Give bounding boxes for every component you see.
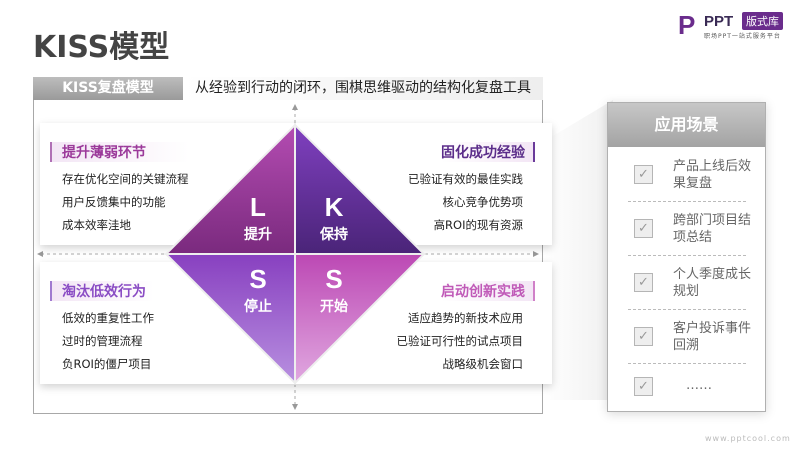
logo-badge: 版式库 (742, 12, 783, 30)
letter-s-start: S (325, 264, 343, 294)
divider (628, 255, 746, 256)
word-start: 开始 (320, 299, 348, 315)
list-item: 低效的重复性工作 (62, 311, 154, 325)
quadrant-title: 淘汰低效行为 (50, 281, 154, 301)
scenario-item: ✓ 客户投诉事件回溯 (608, 309, 767, 363)
scenario-label: …… (686, 378, 712, 393)
checkbox-checked-icon[interactable]: ✓ (634, 165, 653, 184)
scenario-item: ✓ …… (608, 363, 767, 417)
list-item: 用户反馈集中的功能 (62, 195, 166, 209)
scenarios-title: 应用场景 (608, 103, 765, 147)
scenarios-panel: 应用场景 ✓ 产品上线后效果复盘 ✓ 跨部门项目结项总结 ✓ 个人季度成长规划 … (607, 102, 766, 412)
list-item: 成本效率洼地 (62, 218, 131, 232)
checkbox-checked-icon[interactable]: ✓ (634, 327, 653, 346)
checkbox-checked-icon[interactable]: ✓ (634, 219, 653, 238)
model-tab: KISS复盘模型 (33, 77, 183, 100)
quadrant-start: 启动创新实践 适应趋势的新技术应用 已验证可行性的试点项目 战略级机会窗口 (396, 281, 535, 372)
quadrant-title: 固化成功经验 (441, 142, 535, 162)
decorative-shadow (543, 100, 613, 400)
logo-name: PPT (704, 13, 734, 30)
scenario-item: ✓ 个人季度成长规划 (608, 255, 767, 309)
checkbox-checked-icon[interactable]: ✓ (634, 273, 653, 292)
list-item: 适应趋势的新技术应用 (408, 311, 523, 325)
list-item: 已验证可行性的试点项目 (396, 334, 524, 348)
list-item: 核心竞争优势项 (442, 195, 524, 209)
subtitle: 从经验到行动的闭环，围棋思维驱动的结构化复盘工具 (183, 77, 543, 100)
word-stop: 停止 (244, 299, 272, 315)
scenario-label: 客户投诉事件回溯 (673, 321, 752, 353)
logo: P PPT 版式库 职场PPT一站式服务平台 (678, 10, 793, 40)
scenario-label: 个人季度成长规划 (673, 267, 752, 299)
list-item: 负ROI的僵尸项目 (62, 357, 152, 371)
word-keep: 保持 (320, 227, 348, 243)
quadrant-improve: 提升薄弱环节 存在优化空间的关键流程 用户反馈集中的功能 成本效率洼地 (50, 142, 189, 233)
list-item: 已验证有效的最佳实践 (408, 172, 523, 186)
letter-k: K (324, 192, 344, 222)
divider (628, 201, 746, 202)
divider (628, 309, 746, 310)
checkbox-checked-icon[interactable]: ✓ (634, 377, 653, 396)
scenario-label: 跨部门项目结项总结 (673, 213, 752, 245)
kiss-diamond (163, 122, 427, 386)
scenario-label: 产品上线后效果复盘 (673, 159, 752, 191)
letter-s-stop: S (249, 264, 267, 294)
quadrant-keep: 固化成功经验 已验证有效的最佳实践 核心竞争优势项 高ROI的现有资源 (408, 142, 535, 233)
quadrant-stop: 淘汰低效行为 低效的重复性工作 过时的管理流程 负ROI的僵尸项目 (50, 281, 154, 372)
list-item: 高ROI的现有资源 (433, 218, 523, 232)
watermark: www.pptcool.com (705, 434, 791, 443)
segment-start (294, 253, 427, 386)
list-item: 存在优化空间的关键流程 (62, 172, 189, 186)
divider (628, 363, 746, 364)
quadrant-title: 提升薄弱环节 (50, 142, 189, 162)
scenario-item: ✓ 跨部门项目结项总结 (608, 201, 767, 255)
quadrant-title: 启动创新实践 (441, 281, 535, 301)
logo-mark: P (678, 10, 696, 40)
word-improve: 提升 (244, 227, 272, 243)
list-item: 战略级机会窗口 (442, 357, 524, 371)
scenario-item: ✓ 产品上线后效果复盘 (608, 147, 767, 201)
letter-l: L (250, 192, 266, 222)
logo-tagline: 职场PPT一站式服务平台 (704, 33, 781, 40)
list-item: 过时的管理流程 (62, 334, 143, 348)
page-title: KISS模型 (33, 30, 170, 65)
